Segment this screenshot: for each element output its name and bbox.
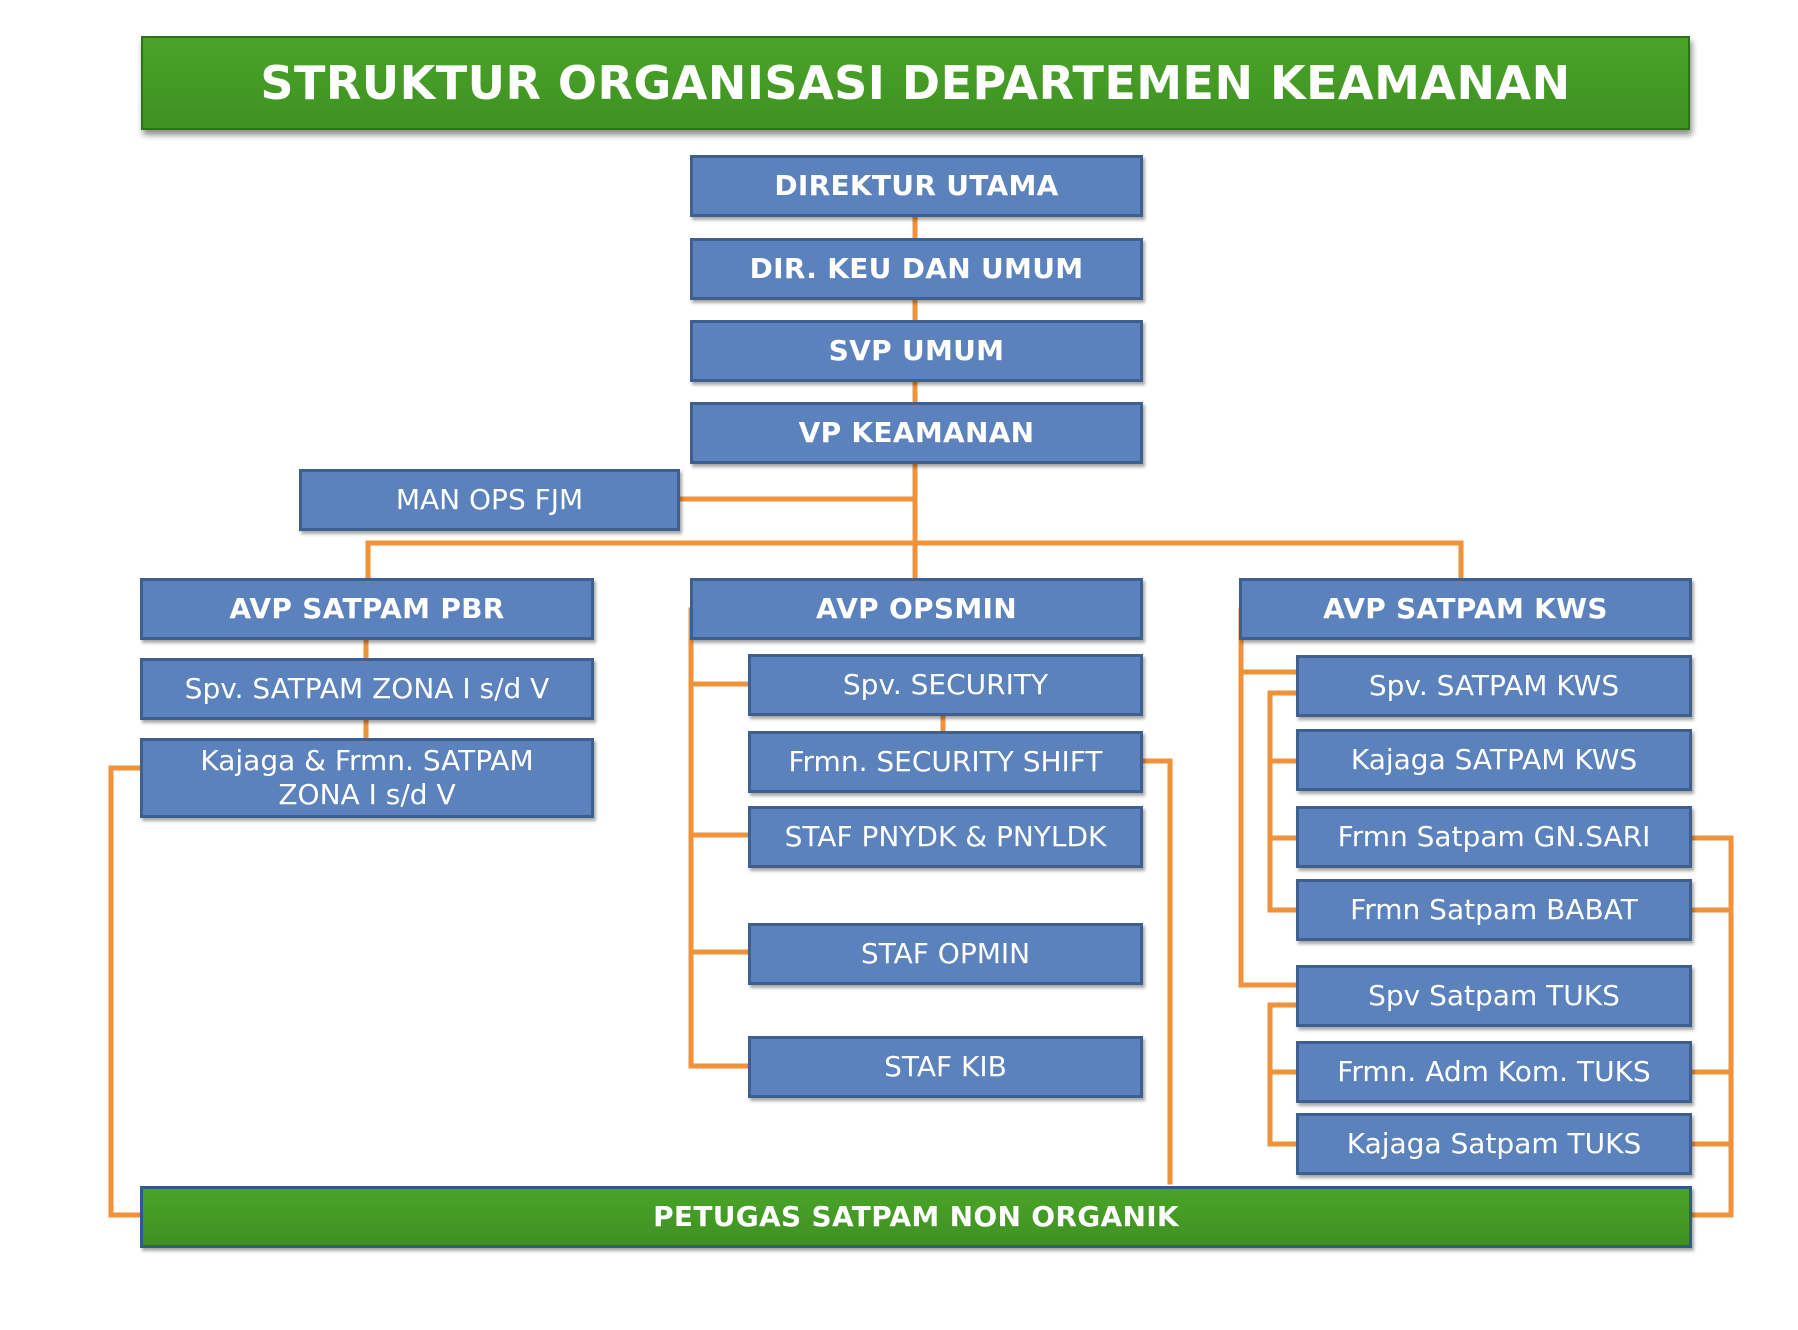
page-title: STRUKTUR ORGANISASI DEPARTEMEN KEAMANAN: [141, 36, 1690, 130]
svp-umum-box: SVP UMUM: [690, 320, 1143, 382]
staf-kib-box: STAF KIB: [748, 1036, 1143, 1098]
frmn-satpam-gnsari-box: Frmn Satpam GN.SARI: [1296, 806, 1692, 868]
avp-satpam-kws-box: AVP SATPAM KWS: [1239, 578, 1692, 640]
petugas-satpam-non-organik-bar: PETUGAS SATPAM NON ORGANIK: [140, 1186, 1692, 1248]
avp-opsmin-box: AVP OPSMIN: [690, 578, 1143, 640]
spv-security-box: Spv. SECURITY: [748, 654, 1143, 716]
avp-satpam-pbr-box: AVP SATPAM PBR: [140, 578, 594, 640]
direktur-utama-box: DIREKTUR UTAMA: [690, 155, 1143, 217]
frmn-security-shift-box: Frmn. SECURITY SHIFT: [748, 731, 1143, 793]
kajaga-frmn-zona-box: Kajaga & Frmn. SATPAM ZONA I s/d V: [140, 738, 594, 818]
kajaga-frmn-line-1: Kajaga & Frmn. SATPAM: [200, 743, 534, 777]
kajaga-frmn-line-2: ZONA I s/d V: [278, 778, 456, 811]
frmn-adm-kom-tuks-box: Frmn. Adm Kom. TUKS: [1296, 1041, 1692, 1103]
spv-satpam-tuks-box: Spv Satpam TUKS: [1296, 965, 1692, 1027]
man-ops-fjm-box: MAN OPS FJM: [299, 469, 680, 531]
staf-opmin-box: STAF OPMIN: [748, 923, 1143, 985]
spv-satpam-zona-box: Spv. SATPAM ZONA I s/d V: [140, 658, 594, 720]
staf-pnydk-pnyldk-box: STAF PNYDK & PNYLDK: [748, 806, 1143, 868]
frmn-satpam-babat-box: Frmn Satpam BABAT: [1296, 879, 1692, 941]
dir-keu-umum-box: DIR. KEU DAN UMUM: [690, 238, 1143, 300]
kajaga-satpam-kws-box: Kajaga SATPAM KWS: [1296, 729, 1692, 791]
kajaga-satpam-tuks-box: Kajaga Satpam TUKS: [1296, 1113, 1692, 1175]
spv-satpam-kws-box: Spv. SATPAM KWS: [1296, 655, 1692, 717]
vp-keamanan-box: VP KEAMANAN: [690, 402, 1143, 464]
